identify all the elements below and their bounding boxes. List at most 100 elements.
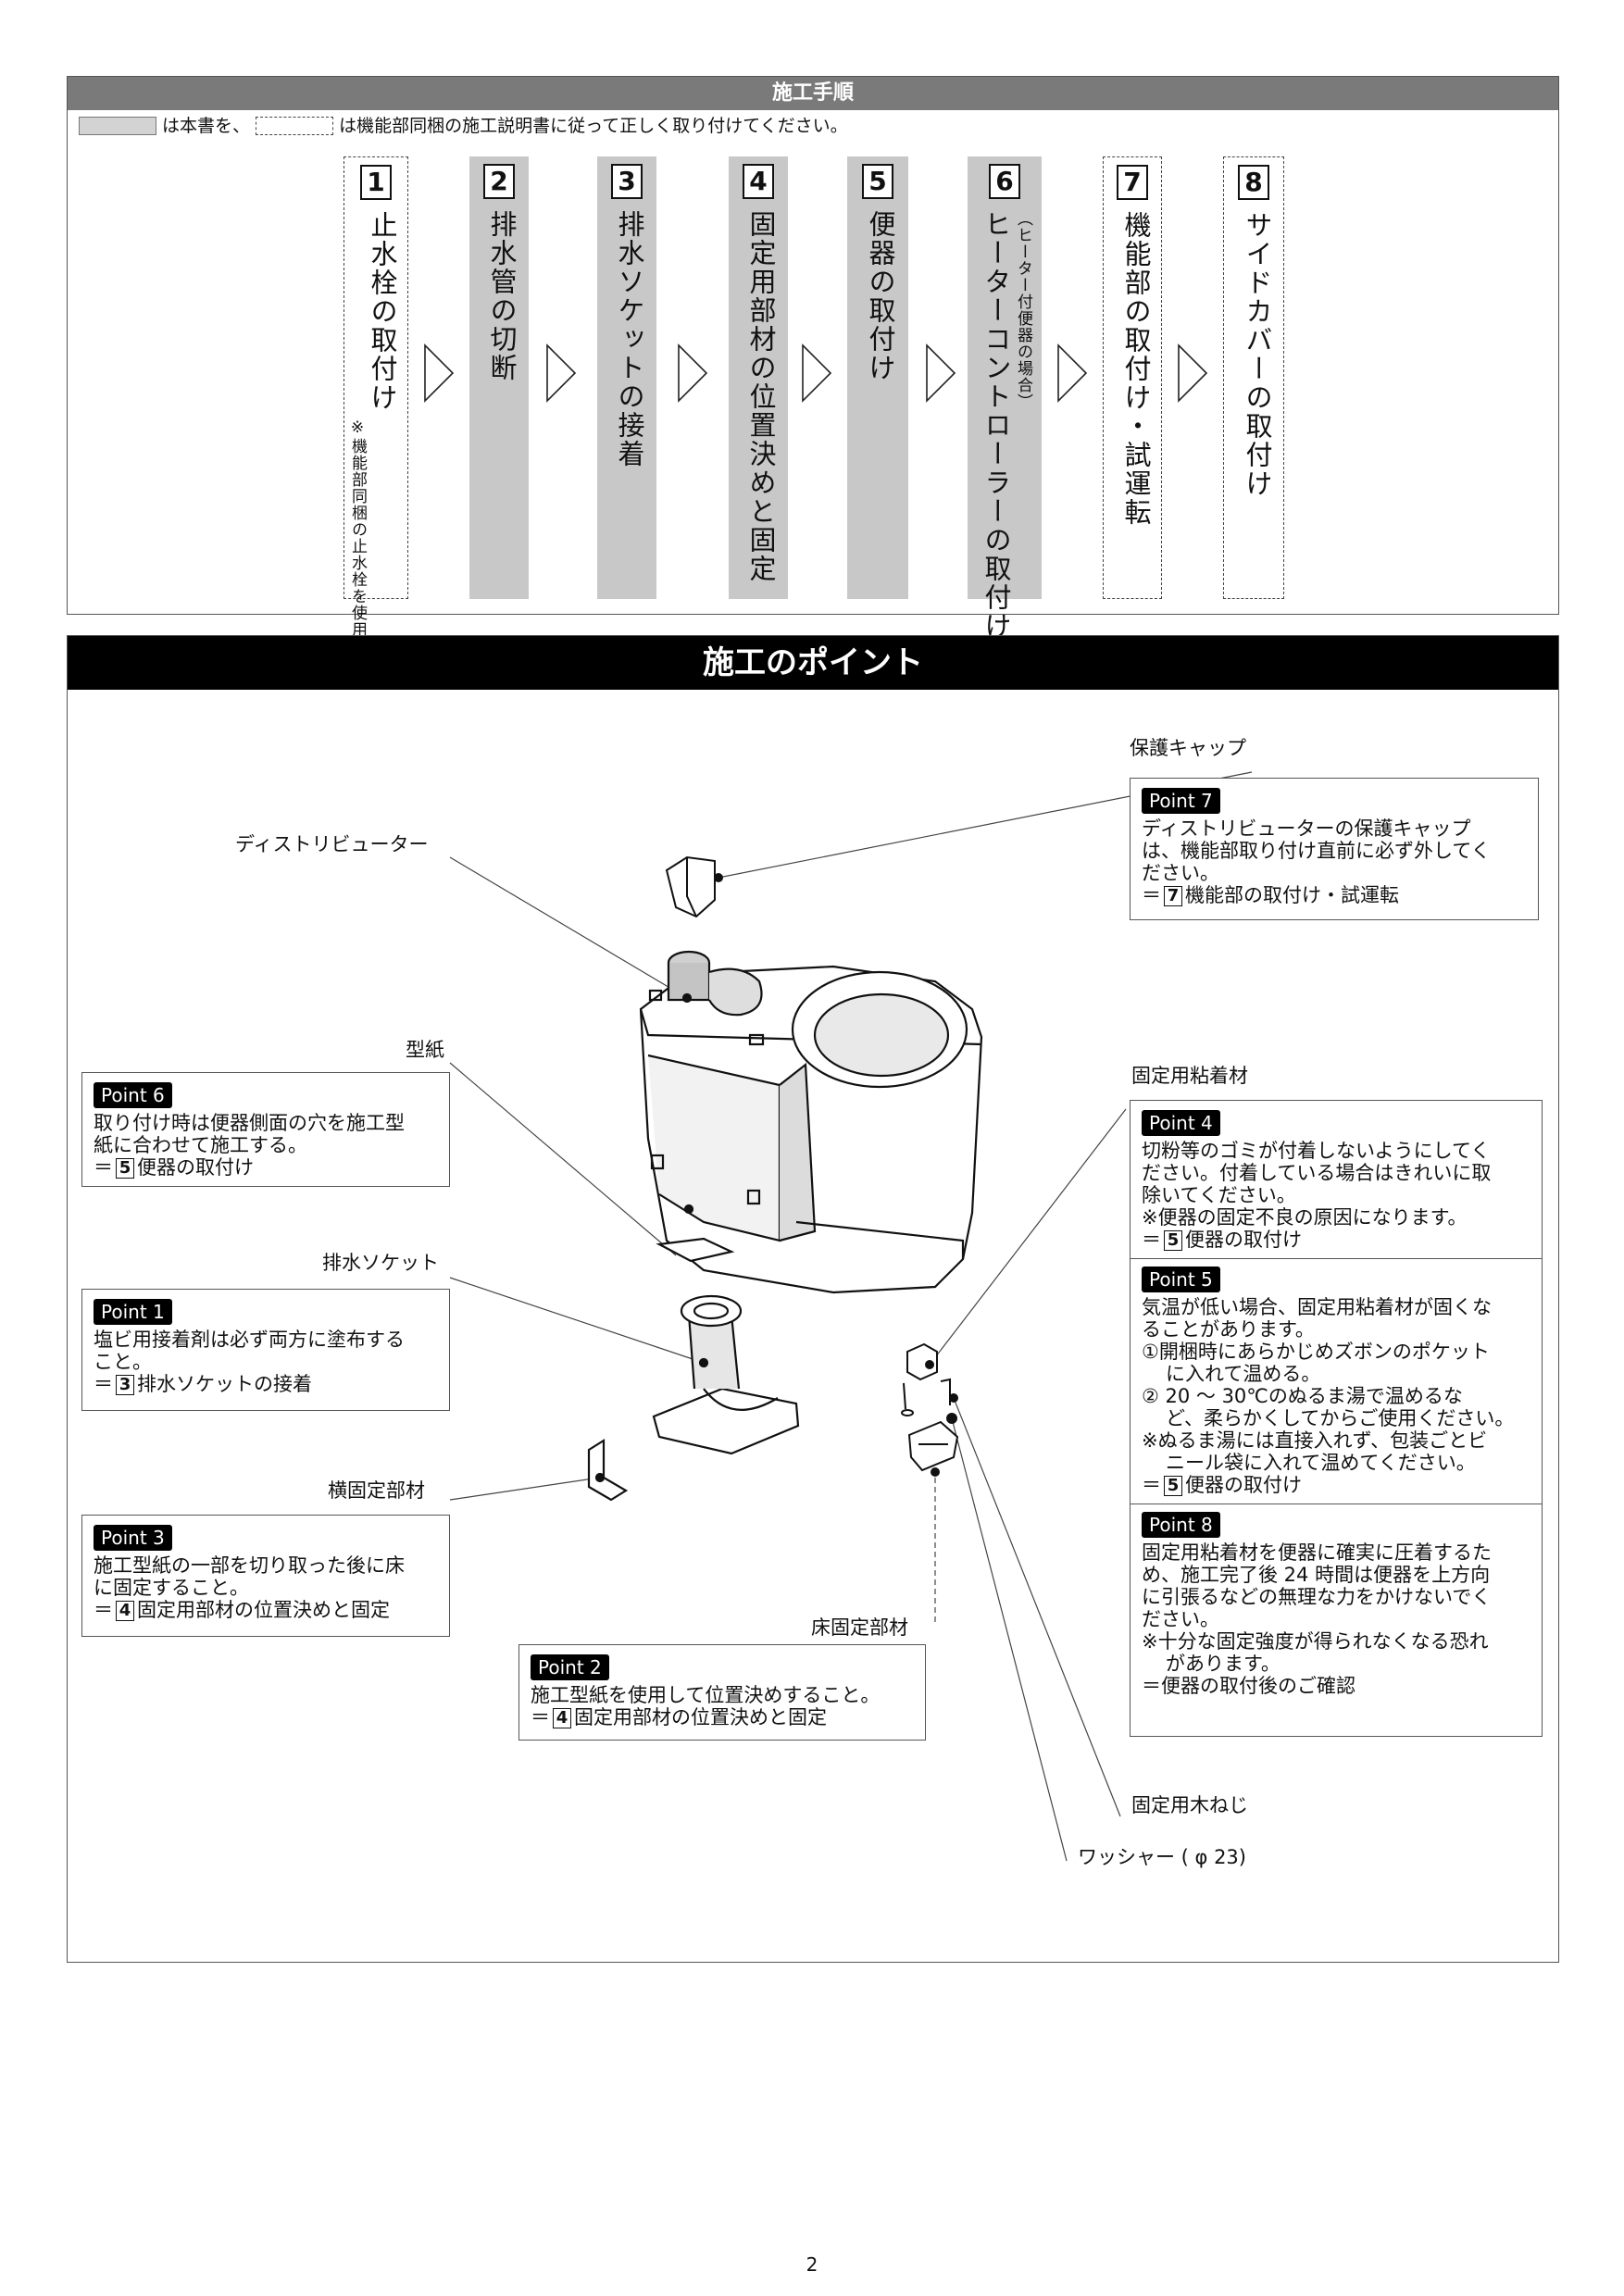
label-floor-fixing: 床固定部材 [811, 1616, 908, 1639]
step-ref-number: 5 [116, 1158, 134, 1179]
step-ref-number: 5 [1164, 1230, 1182, 1251]
point-badge: Point 3 [94, 1525, 172, 1551]
point-text: 取り付け時は便器側面の穴を施工型 [94, 1112, 405, 1134]
label-protective-cap: 保護キャップ [1130, 737, 1246, 759]
point-text: 施工型紙の一部を切り取った後に床 [94, 1554, 405, 1577]
step-8: 8 サイドカバーの取付け [1223, 156, 1284, 599]
point-text: 固定用粘着材を便器に確実に圧着するた [1142, 1541, 1492, 1564]
label-side-fixing: 横固定部材 [328, 1479, 425, 1502]
chevron-right-icon [926, 343, 956, 403]
step-ref-number: 7 [1164, 886, 1182, 906]
leader-distributor [449, 856, 688, 999]
point-text: こと。 [94, 1351, 152, 1373]
side-fixing-bracket-drawing [587, 1439, 629, 1502]
step-ref-number: 3 [116, 1375, 134, 1395]
step-1: 1 止水栓の取付け ※機能部同梱の止水栓を使用 [344, 156, 408, 638]
procedure-title: 施工手順 [68, 77, 1558, 110]
leader-template [449, 1062, 677, 1256]
point-text: ※ぬるま湯には直接入れず、包装ごとビ [1142, 1429, 1488, 1452]
point-badge: Point 8 [1142, 1512, 1220, 1538]
step-note: ※機能部同梱の止水栓を使用 [348, 418, 367, 638]
label-wood-screw: 固定用木ねじ [1131, 1794, 1248, 1816]
label-template: 型紙 [406, 1039, 444, 1061]
point-text: ①開梱時にあらかじめズボンのポケット [1142, 1341, 1490, 1363]
points-title: 施工のポイント [68, 636, 1558, 690]
point-text: 気温が低い場合、固定用粘着材が固くな [1142, 1296, 1492, 1318]
step-text: 止水栓の取付け [367, 211, 398, 412]
point-text: ださい。付着している場合はきれいに取 [1142, 1162, 1492, 1184]
point-text: ② 20 ～ 30℃のぬるま湯で温めるな [1142, 1385, 1463, 1407]
point-badge: Point 7 [1142, 788, 1220, 814]
protective-cap-drawing [665, 855, 723, 918]
step-number: 2 [483, 164, 515, 199]
leader-side-fix [449, 1477, 601, 1501]
step-note: （ヒーター付便器の場合） [1014, 210, 1032, 410]
point-text: に引張るなどの無理な力をかけないでく [1142, 1586, 1492, 1608]
point-text: ニール袋に入れて温めてください。 [1166, 1452, 1476, 1474]
step-6: 6 （ヒーター付便器の場合） ヒーターコントローラーの取付け [968, 156, 1042, 641]
legend-text-a: は本書を、 [162, 116, 251, 136]
point-text: ださい。 [1142, 862, 1219, 884]
point-text: ※十分な固定強度が得られなくなる恐れ [1142, 1630, 1489, 1653]
point-text: 塩ビ用接着剤は必ず両方に塗布する [94, 1329, 405, 1351]
point-badge: Point 5 [1142, 1267, 1220, 1292]
legend-text-b: は機能部同梱の施工説明書に従って正しく取り付けてください。 [339, 116, 848, 136]
step-number: 4 [743, 164, 774, 199]
step-text: 機能部の取付け・試運転 [1120, 211, 1152, 527]
step-number: 7 [1117, 165, 1148, 200]
chevron-right-icon [424, 343, 455, 403]
step-ref-number: 4 [553, 1708, 571, 1728]
chevron-right-icon [1178, 343, 1208, 403]
step-text: 排水ソケットの接着 [614, 210, 645, 468]
leader-socket [449, 1277, 705, 1364]
step-text: 排水管の切断 [486, 210, 518, 382]
point-7-box: Point 7 ディストリビューターの保護キャップ は、機能部取り付け直前に必ず… [1130, 778, 1539, 920]
step-5: 5 便器の取付け [847, 156, 908, 599]
points-4-5-8-box: Point 4 切粉等のゴミが付着しないようにしてく ださい。付着している場合は… [1130, 1100, 1543, 1737]
point-badge: Point 2 [531, 1654, 609, 1680]
step-number: 5 [862, 164, 893, 199]
chevron-right-icon [1057, 343, 1088, 403]
step-text: ヒーターコントローラーの取付け [981, 210, 1012, 641]
step-number: 8 [1238, 165, 1269, 200]
leader-adhesive [929, 1108, 1127, 1366]
point-text: ることがあります。 [1142, 1318, 1315, 1341]
step-ref-number: 4 [116, 1601, 134, 1621]
step-2: 2 排水管の切断 [469, 156, 529, 599]
point-text: 切粉等のゴミが付着しないようにしてく [1142, 1140, 1491, 1162]
legend: は本書を、 は機能部同梱の施工説明書に従って正しく取り付けてください。 [79, 114, 848, 138]
label-adhesive: 固定用粘着材 [1131, 1065, 1248, 1087]
point-text: があります。 [1166, 1653, 1280, 1675]
leader-screw [953, 1397, 1121, 1817]
leader-washer [951, 1417, 1068, 1862]
step-number: 3 [611, 164, 643, 199]
point-text: ど、柔らかくしてからご使用ください。 [1166, 1407, 1515, 1429]
step-number: 6 [989, 164, 1020, 199]
legend-dashed-swatch [256, 117, 334, 135]
point-text: は、機能部取り付け直前に必ず外してく [1142, 840, 1491, 862]
point-badge: Point 1 [94, 1299, 172, 1325]
procedure-section: 施工手順 は本書を、 は機能部同梱の施工説明書に従って正しく取り付けてください。… [67, 76, 1559, 641]
drain-socket-drawing [652, 1294, 800, 1455]
chevron-right-icon [802, 343, 832, 403]
point-text: 紙に合わせて施工する。 [94, 1134, 307, 1156]
divider [1131, 1258, 1542, 1259]
point-badge: Point 6 [94, 1082, 172, 1108]
step-7: 7 機能部の取付け・試運転 [1103, 156, 1162, 599]
point-text: ※便器の固定不良の原因になります。 [1142, 1206, 1468, 1229]
point-text: に入れて温める。 [1166, 1363, 1321, 1385]
label-distributor: ディストリビューター [235, 833, 429, 855]
toilet-drawing [639, 950, 983, 1294]
step-number: 1 [360, 165, 392, 200]
